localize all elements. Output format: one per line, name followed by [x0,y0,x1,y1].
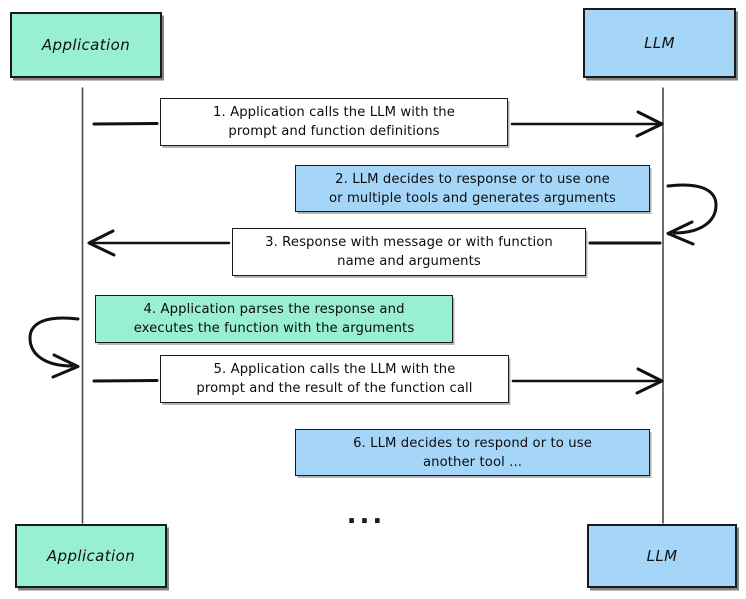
message-6-text: 6. LLM decides to respond or to use anot… [353,434,592,472]
participant-llm-top-label: LLM [644,34,675,52]
message-1-text: 1. Application calls the LLM with the pr… [213,103,455,141]
message-box-1[interactable]: 1. Application calls the LLM with the pr… [160,98,508,146]
message-4-line-1: 4. Application parses the response and [143,302,405,317]
arrow-1-stem-left [92,122,159,126]
message-3-text: 3. Response with message or with functio… [265,233,553,271]
participant-application-bottom[interactable]: Application [15,524,167,588]
participant-application-bottom-label: Application [46,547,136,565]
message-box-5[interactable]: 5. Application calls the LLM with the pr… [160,355,509,403]
message-2-line-2: or multiple tools and generates argument… [328,190,617,206]
arrow-3-head [87,229,116,257]
message-1-line-2: prompt and function definitions [228,124,440,139]
participant-application-top-label: Application [41,36,131,54]
participant-application-top[interactable]: Application [10,12,162,78]
message-box-6[interactable]: 6. LLM decides to respond or to use anot… [295,429,650,476]
self-loop-llm-head [666,220,695,246]
message-6-line-1: 6. LLM decides to respond or to use [353,435,592,451]
message-1-line-1: 1. Application calls the LLM with the [213,105,455,120]
message-6-line-2: another tool ... [422,454,523,470]
message-5-line-2: prompt and the result of the function ca… [196,381,473,396]
message-2-line-1: 2. LLM decides to response or to use one [335,171,610,187]
arrow-5-head [635,367,664,395]
message-4-text: 4. Application parses the response and e… [134,300,415,338]
message-box-4[interactable]: 4. Application parses the response and e… [95,295,453,343]
participant-llm-bottom-label: LLM [646,547,678,565]
message-box-3[interactable]: 3. Response with message or with functio… [232,228,586,276]
participant-llm-bottom[interactable]: LLM [587,524,737,588]
self-loop-llm-top [666,183,718,235]
message-3-line-2: name and arguments [337,254,481,269]
arrow-5-stem-left [92,379,159,383]
self-loop-application-top [28,316,80,368]
message-box-2[interactable]: 2. LLM decides to response or to use one… [295,165,650,212]
message-2-text: 2. LLM decides to response or to use one… [329,170,616,208]
message-3-line-1: 3. Response with message or with functio… [265,235,553,250]
continuation-ellipsis: ... [346,500,386,530]
message-5-text: 5. Application calls the LLM with the pr… [196,360,472,398]
participant-llm-top[interactable]: LLM [583,8,736,78]
self-loop-application-head [51,353,80,379]
arrow-1-head [635,110,664,138]
message-4-line-2: executes the function with the arguments [133,321,415,336]
message-5-line-1: 5. Application calls the LLM with the [213,362,456,377]
